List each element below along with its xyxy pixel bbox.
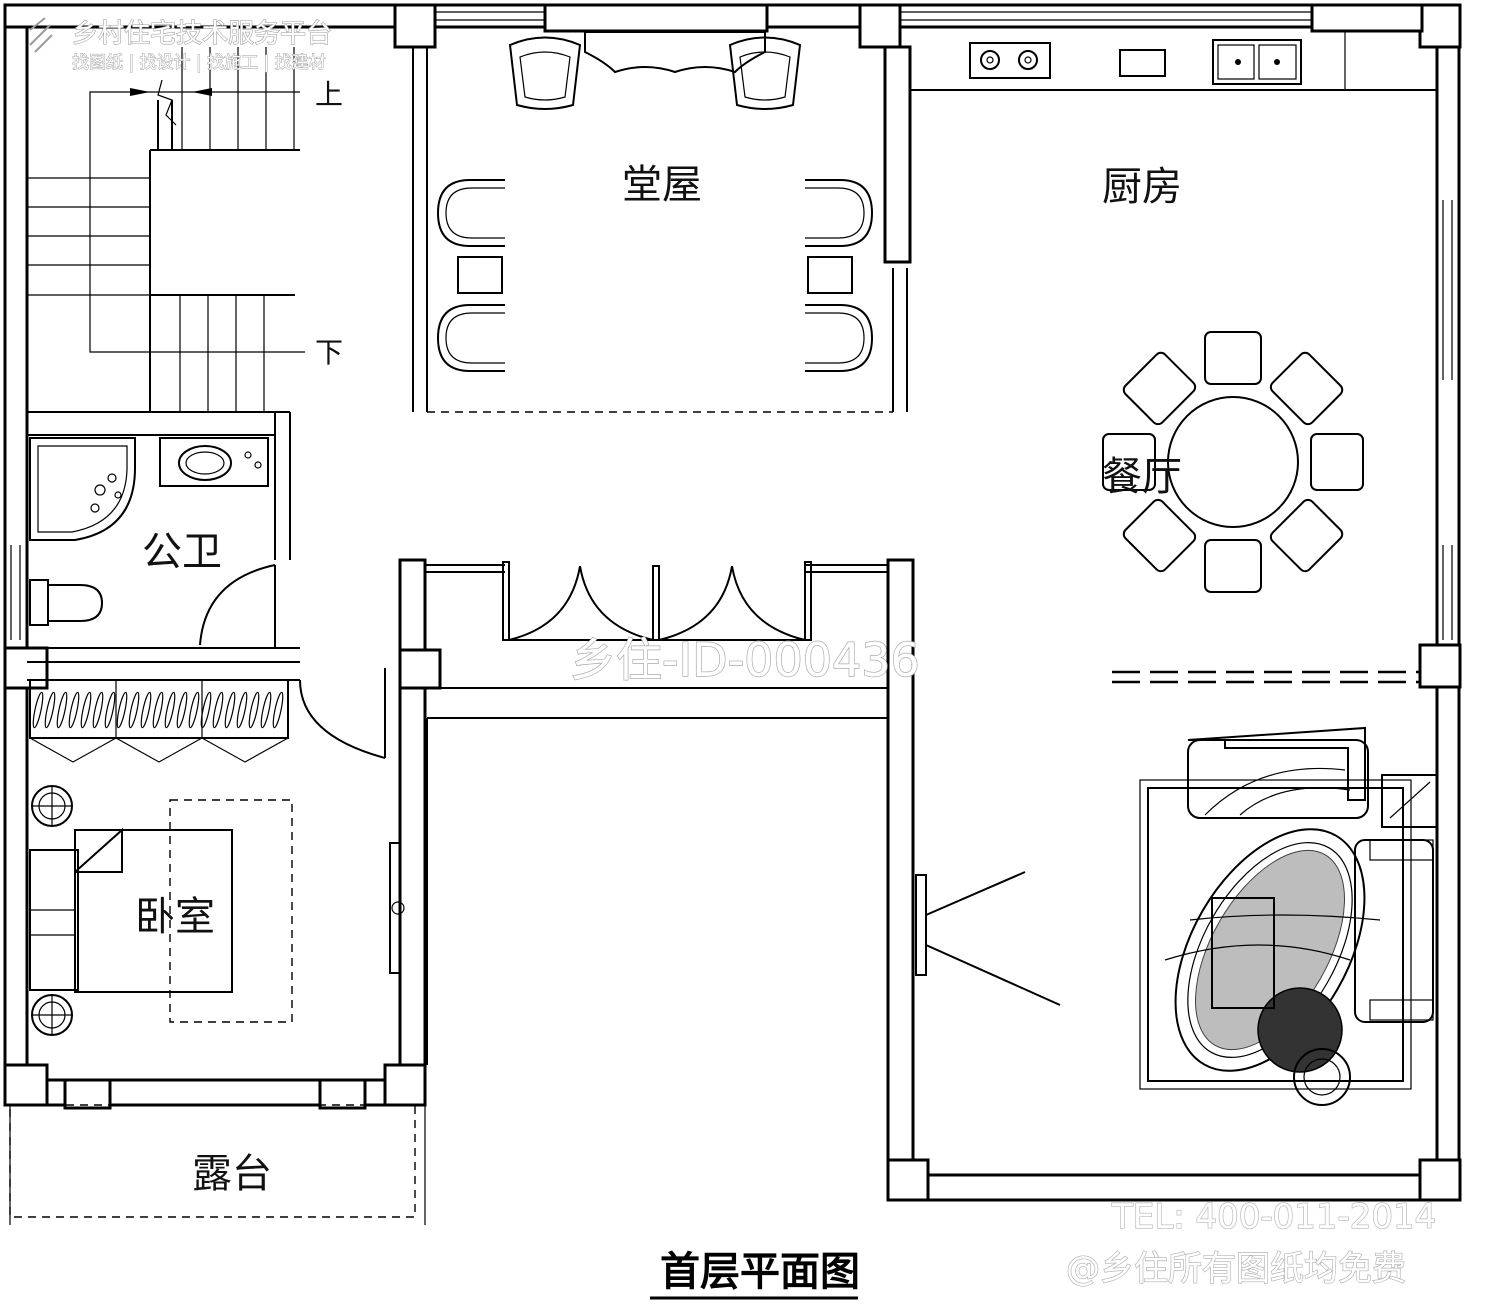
interior-walls bbox=[27, 45, 1420, 1065]
living-room-furniture bbox=[915, 726, 1438, 1106]
watermark-phone: TEL: 400-011-2014 bbox=[1111, 1197, 1436, 1237]
room-label-dining: 餐厅 bbox=[1102, 454, 1182, 500]
room-label-bedroom: 卧室 bbox=[135, 894, 215, 940]
watermark-platform: 乡村住宅技术服务平台 bbox=[72, 19, 332, 49]
stair-down-label: 下 bbox=[315, 336, 343, 369]
room-label-kitchen: 厨房 bbox=[1102, 164, 1182, 210]
room-label-hall: 堂屋 bbox=[622, 162, 702, 208]
watermark-free-notice: @乡住所有图纸均免费 bbox=[1066, 1249, 1406, 1289]
watermark-services: 找图纸 | 找设计 | 找施工 | 找建材 bbox=[72, 53, 326, 73]
bathroom-fixtures bbox=[29, 437, 276, 648]
staircase bbox=[27, 47, 305, 412]
stair-up-label: 上 bbox=[315, 78, 343, 111]
room-label-bathroom: 公卫 bbox=[142, 529, 222, 575]
terrace-outline bbox=[9, 1104, 416, 1218]
entry-doors bbox=[425, 561, 888, 641]
brand-logo-icon bbox=[29, 17, 53, 53]
drawing-title: 首层平面图 bbox=[660, 1249, 860, 1295]
dining-table bbox=[1102, 331, 1364, 593]
watermark-design-id: 乡住-ID-000436 bbox=[570, 633, 920, 687]
hall-furniture bbox=[436, 31, 874, 372]
bedroom-furniture bbox=[29, 668, 405, 1036]
room-label-terrace: 露台 bbox=[192, 1151, 272, 1197]
kitchen-counter bbox=[910, 30, 1437, 91]
exterior-walls bbox=[3, 3, 1462, 1202]
